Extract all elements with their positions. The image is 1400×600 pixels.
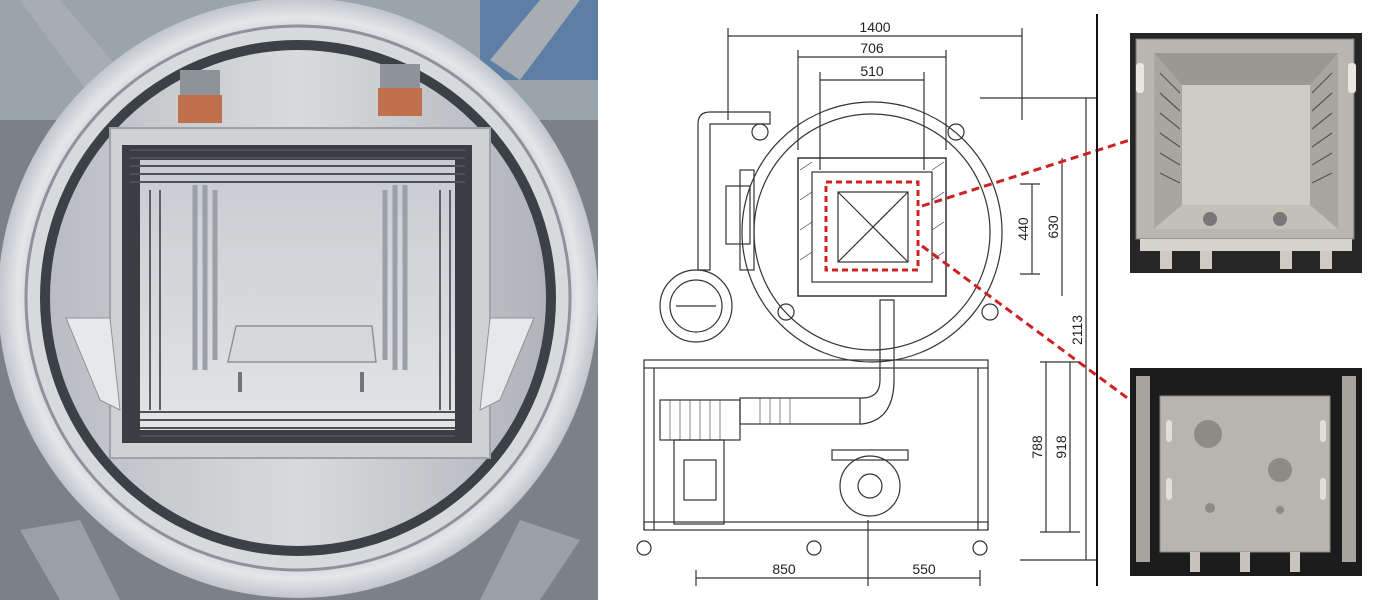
rotary-pump (839, 455, 901, 517)
hearth-plate-illustration (1130, 368, 1362, 576)
hot-zone-interior-photo (1130, 33, 1362, 273)
hinge-arm (20, 520, 120, 600)
hinge-arm (480, 520, 580, 600)
dim-label-510: 510 (860, 63, 884, 79)
chamber-outer (741, 101, 1003, 363)
copper-electrode (178, 95, 222, 123)
insulation-box (797, 157, 947, 297)
hearth-plate (1159, 395, 1331, 553)
dim-label-630: 630 (1045, 215, 1061, 239)
top-shield-layers (130, 149, 465, 183)
heating-slots (1159, 72, 1333, 184)
dim-label-918: 918 (1053, 435, 1069, 459)
hearth-plate-photo (1130, 368, 1362, 576)
callout-line-top (921, 138, 1131, 208)
furnace-photo (0, 0, 598, 600)
dim-label-1400: 1400 (859, 19, 890, 35)
copper-electrode (378, 88, 422, 116)
dim-label-788: 788 (1029, 435, 1045, 459)
caster-wheel (806, 540, 822, 556)
dim-label-850: 850 (772, 561, 796, 577)
hinge-arm (20, 0, 120, 95)
plate-hole (1194, 420, 1222, 448)
caster-wheel (636, 540, 652, 556)
technical-drawing-svg: 1400 706 510 440 630 2113 788 918 850 55… (636, 19, 1096, 586)
valve-flange (659, 269, 733, 343)
divider-line (1096, 14, 1098, 586)
dim-label-2113: 2113 (1069, 315, 1085, 345)
furnace-photo-illustration (0, 0, 598, 600)
dim-label-440: 440 (1015, 217, 1031, 241)
bellows-line (739, 397, 861, 425)
dim-label-550: 550 (912, 561, 936, 577)
technical-drawing: 1400 706 510 440 630 2113 788 918 850 55… (600, 0, 1100, 600)
support-frame (643, 359, 989, 369)
back-wall (1182, 85, 1310, 205)
hot-zone-highlight (824, 180, 920, 272)
hinge-arm (490, 0, 580, 80)
hot-zone-interior-illustration (1130, 33, 1362, 273)
vacuum-pipe (697, 111, 771, 271)
callout-line-bottom (921, 244, 1131, 402)
caster-wheel (972, 540, 988, 556)
plate-hole (1268, 458, 1292, 482)
hearth-plate (227, 325, 377, 363)
dim-label-706: 706 (860, 40, 884, 56)
heating-element (192, 185, 408, 370)
